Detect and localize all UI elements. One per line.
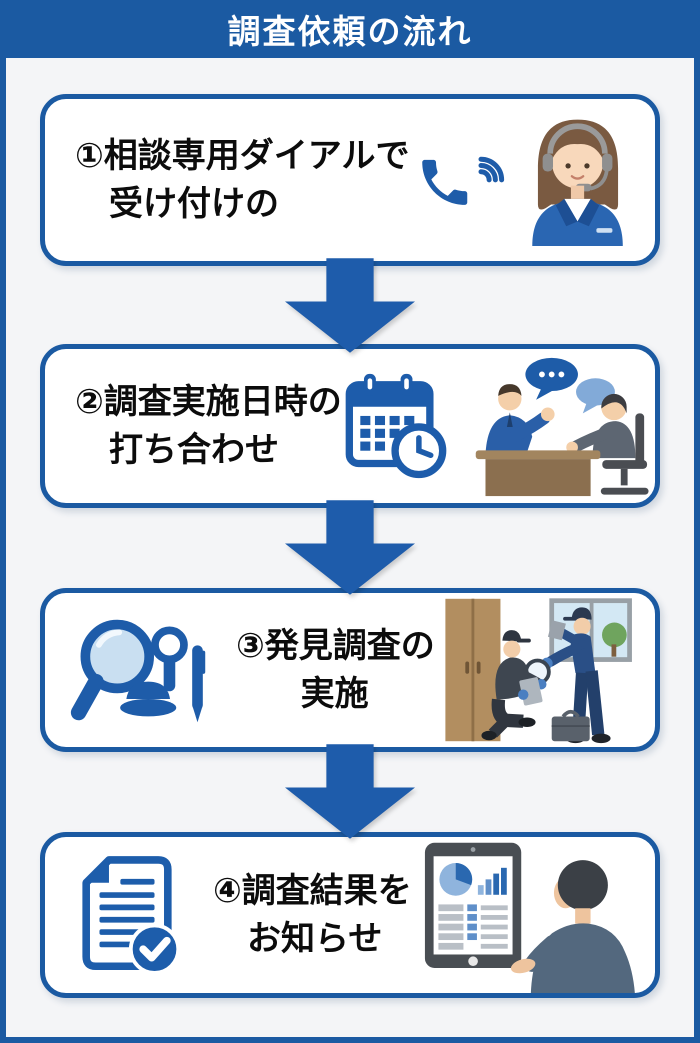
step-4-line1: ④調査結果を — [213, 871, 412, 910]
meeting-illustration — [475, 357, 649, 497]
step-1-text: ①相談専用ダイアルで 受け付けの — [63, 132, 411, 229]
step-card-3: ③発見調査の 実施 — [40, 588, 660, 752]
flow-arrow-3 — [40, 744, 660, 839]
detectives-searching-illustration — [445, 598, 632, 744]
step-4-line2: お知らせ — [247, 920, 383, 958]
phone-ringing-icon — [422, 156, 505, 205]
down-arrow-icon — [285, 744, 415, 839]
step-4-text: ④調査結果を お知らせ — [183, 867, 417, 964]
magnifier-hat-pen-icon — [70, 619, 206, 723]
magnifier-small-icon — [151, 626, 188, 664]
page-header: 調査依頼の流れ — [6, 0, 694, 58]
step-card-1: ①相談専用ダイアルで 受け付けの — [40, 94, 660, 266]
calendar-grid — [360, 415, 415, 451]
consultant-body — [485, 415, 533, 455]
step-1-line1: ①相談専用ダイアルで — [75, 136, 410, 175]
fedora-hat-icon — [125, 681, 171, 705]
standing-detective — [524, 607, 611, 744]
step-3-line2: 実施 — [300, 675, 369, 713]
down-arrow-icon — [285, 500, 415, 595]
kneeling-detective — [481, 630, 547, 741]
sound-waves-icon — [478, 156, 505, 182]
presenter-person — [510, 860, 635, 993]
step-1-line2: 受け付けの — [109, 185, 279, 223]
calendar-clock-icon — [345, 373, 447, 479]
step-3-line1: ③発見調査の — [236, 626, 435, 665]
step-2-line2: 打ち合わせ — [109, 431, 279, 469]
flow-arrow-2 — [40, 500, 660, 595]
page-title: 調査依頼の流れ — [227, 13, 473, 50]
bar-chart-icon — [477, 867, 507, 895]
tablet-report-illustration — [424, 842, 635, 993]
flow-arrow-1 — [40, 258, 660, 353]
document-check-icon — [82, 856, 181, 975]
desk — [475, 450, 601, 460]
step-card-2: ②調査実施日時の 打ち合わせ — [40, 344, 660, 508]
call-operator-illustration — [532, 119, 623, 246]
step-2-line1: ②調査実施日時の — [75, 382, 342, 421]
step-2-text: ②調査実施日時の 打ち合わせ — [63, 378, 342, 475]
step-card-4: ④調査結果を お知らせ — [40, 832, 660, 998]
step-3-text: ③発見調査の 実施 — [212, 622, 437, 719]
briefcase — [551, 716, 590, 742]
down-arrow-icon — [285, 258, 415, 353]
headset-band — [547, 123, 608, 154]
report-table — [438, 904, 508, 950]
office-chair — [635, 413, 644, 464]
flow-diagram: ①相談専用ダイアルで 受け付けの — [6, 58, 694, 1037]
